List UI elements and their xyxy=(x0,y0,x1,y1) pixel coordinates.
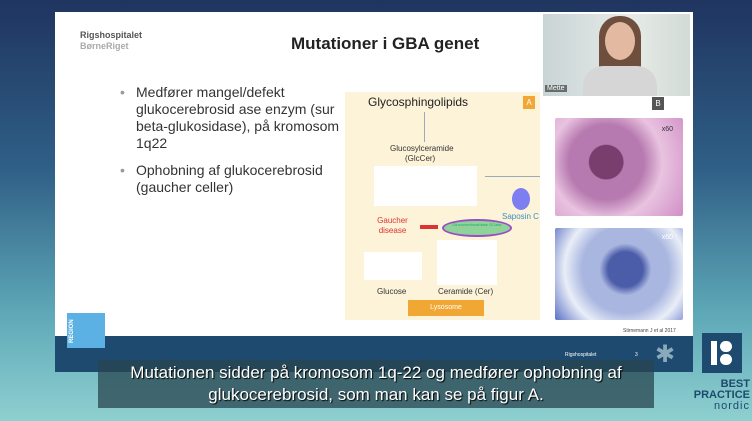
bullet-item: Ophobning af glukocerebrosid (gaucher ce… xyxy=(120,162,340,196)
org-logo-line1: Rigshospitalet xyxy=(80,30,143,40)
bullet-list: Medfører mangel/defekt glukocerebrosid a… xyxy=(120,84,340,206)
presenter-body xyxy=(583,66,657,96)
ceramide-structure xyxy=(437,240,497,285)
page-number: 3 xyxy=(635,352,638,358)
region-h-logo: REGION xyxy=(67,313,105,348)
arrow xyxy=(485,176,540,177)
region-logo-text: REGION xyxy=(69,319,75,343)
gcase-enzyme: Glucocerebrosidase GCase xyxy=(442,219,512,237)
figure-b-badge: B xyxy=(652,97,664,110)
microscopy-image-1: x60 xyxy=(555,118,683,216)
ceramide-label: Ceramide (Cer) xyxy=(438,287,494,296)
subtitle-line: Mutationen sidder på kromosom 1q-22 og m… xyxy=(130,363,622,382)
brand-line3: nordic xyxy=(714,400,750,412)
brand-text: BEST PRACTICE nordic xyxy=(690,379,750,412)
bullet-item: Medfører mangel/defekt glukocerebrosid a… xyxy=(120,84,340,152)
glucose-label: Glucose xyxy=(377,287,407,296)
webcam-feed: Mette xyxy=(543,14,690,96)
webcam-name-label: Mette xyxy=(545,85,567,92)
saposin-label: Saposin C xyxy=(502,212,539,221)
footer-org: Rigshospitalet xyxy=(565,352,597,358)
presenter-face xyxy=(605,22,635,60)
saposin-shape xyxy=(512,188,530,210)
magnification-label: x60 xyxy=(661,126,673,133)
glccer-structure xyxy=(374,166,477,206)
magnification-label: x60 xyxy=(661,234,673,241)
glccer-label: Glucosylceramide xyxy=(390,144,454,153)
figure-a-pathway: Glycosphingolipids A Glucosylceramide (G… xyxy=(345,92,540,320)
subtitle-line: glukocerebrosid, som man kan se på figur… xyxy=(208,385,544,404)
org-logo-line2: BørneRiget xyxy=(80,41,129,51)
gaucher-disease-label: Gaucher disease xyxy=(377,216,408,235)
inhibition-bar xyxy=(420,225,438,229)
star-logo-icon: ✱ xyxy=(655,341,676,368)
brand-line1: BEST xyxy=(720,378,750,390)
figure-heading: Glycosphingolipids xyxy=(368,95,469,109)
figure-a-badge: A xyxy=(523,96,535,109)
brand-line2: PRACTICE xyxy=(693,389,750,401)
best-practice-logo-icon xyxy=(702,333,742,373)
slide-title: Mutationer i GBA genet xyxy=(291,34,480,53)
microscopy-image-2: x60 xyxy=(555,228,683,320)
lysosome-label: Lysosome xyxy=(408,300,484,316)
subtitle-box: Mutationen sidder på kromosom 1q-22 og m… xyxy=(98,360,654,408)
citation: Stirnemann J et al 2017 xyxy=(623,328,676,334)
glccer-abbr: (GlcCer) xyxy=(405,154,436,163)
glucose-structure xyxy=(364,252,422,280)
arrow xyxy=(424,112,425,142)
